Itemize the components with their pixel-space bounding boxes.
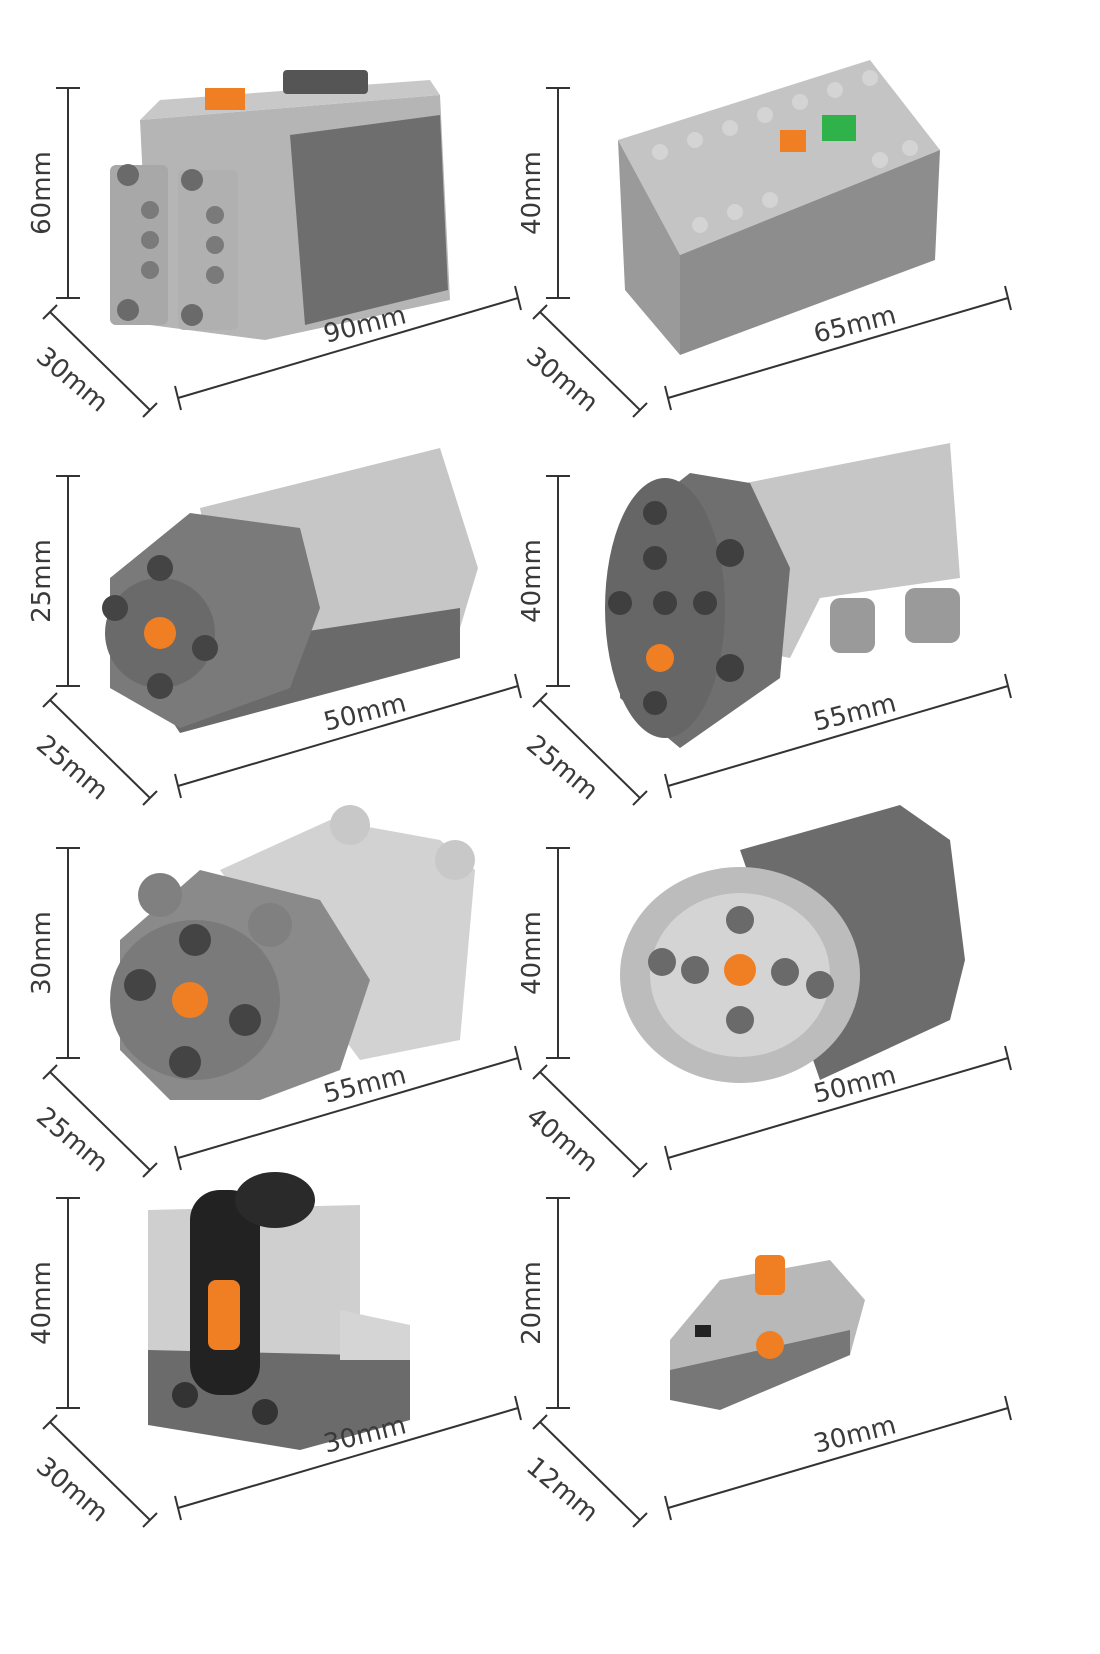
product-xl-motor: 40mm 40mm 50mm [490,800,1040,1200]
height-label: 60mm [27,151,57,235]
product-l-motor: 40mm 25mm 55mm [490,428,1040,828]
motor-l-icon [532,443,1012,806]
height-label: 40mm [27,1261,57,1345]
motor-xl-icon [532,805,1012,1178]
battery-box-rechargeable-icon [532,60,1012,418]
height-label: 40mm [517,539,547,623]
product-rechargeable-battery-box: 40mm 30mm 65mm [490,40,1040,440]
height-label: 20mm [517,1261,547,1345]
height-label: 40mm [517,151,547,235]
product-polarity-switch: 20mm 12mm 30mm [490,1150,1040,1550]
ir-receiver-icon [42,1172,522,1528]
product-servo-motor: 30mm 25mm 55mm [0,800,550,1200]
polarity-switch-icon [532,1197,1012,1528]
motor-m-icon [42,448,522,806]
product-ir-receiver: 40mm 30mm 30mm [0,1150,550,1550]
product-m-motor: 25mm 25mm 50mm [0,428,550,828]
product-battery-box: 60mm 30mm 90mm [0,40,550,440]
height-label: 30mm [27,911,57,995]
servo-motor-icon [42,805,522,1178]
height-label: 40mm [517,911,547,995]
height-label: 25mm [27,539,57,623]
battery-box-icon [42,70,522,418]
